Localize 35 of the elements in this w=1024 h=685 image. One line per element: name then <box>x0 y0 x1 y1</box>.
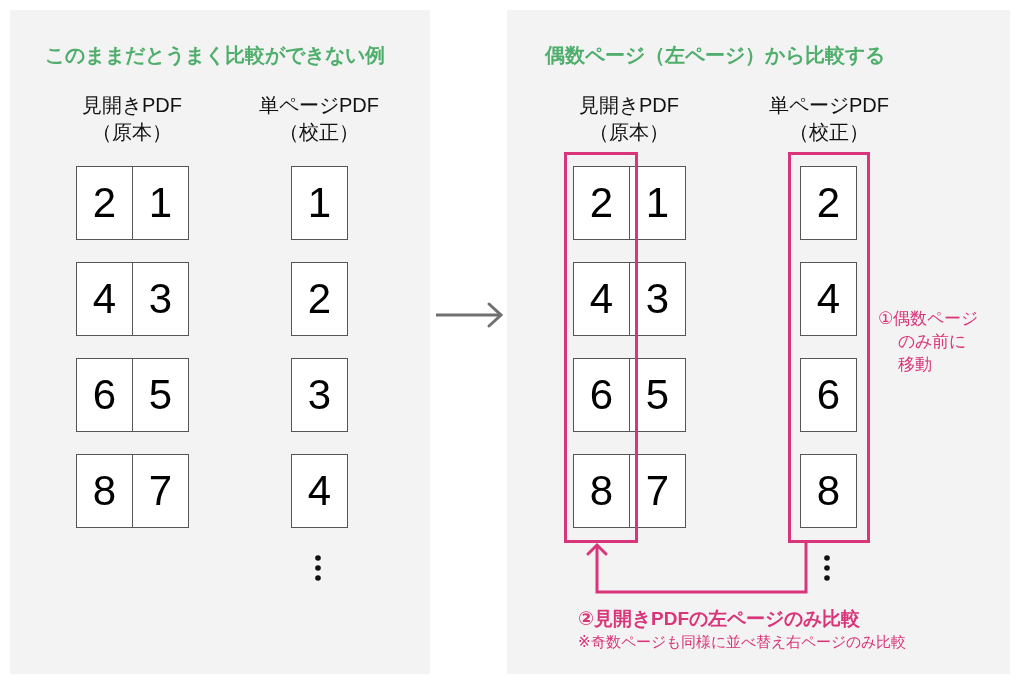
page-box: 2 <box>76 166 133 240</box>
page-box: 4 <box>800 262 857 336</box>
page-box: 8 <box>76 454 133 528</box>
page-box: 7 <box>132 454 189 528</box>
page-box: 6 <box>573 358 630 432</box>
page-box: 4 <box>573 262 630 336</box>
page-box: 2 <box>573 166 630 240</box>
column-heading: 見開きPDF（原本） <box>578 93 680 145</box>
page-box: 4 <box>291 454 348 528</box>
page-box: 5 <box>132 358 189 432</box>
page-box: 8 <box>573 454 630 528</box>
arrow <box>586 543 808 594</box>
note-text: ①偶数ページのみ前に移動 <box>878 308 980 376</box>
panel <box>507 10 1010 674</box>
note-text: ②見開きPDFの左ページのみ比較 <box>578 607 861 631</box>
page-box: 1 <box>291 166 348 240</box>
highlight-frame <box>788 152 870 543</box>
page-box: 2 <box>800 166 857 240</box>
arrow <box>436 302 503 328</box>
page-box: 4 <box>76 262 133 336</box>
panel-heading: このままだとうまく比較ができない例 <box>45 43 385 67</box>
panel <box>10 10 430 674</box>
highlight-frame <box>564 152 638 543</box>
footnote: ※奇数ページも同様に並べ替え右ページのみ比較 <box>578 632 906 651</box>
page-box: 3 <box>132 262 189 336</box>
column-heading: 単ページPDF（校正） <box>768 93 890 145</box>
page-box: 3 <box>291 358 348 432</box>
page-box: 6 <box>800 358 857 432</box>
panel-heading: 偶数ページ（左ページ）から比較する <box>545 43 885 67</box>
page-box: 1 <box>132 166 189 240</box>
column-heading: 単ページPDF（校正） <box>258 93 380 145</box>
page-box: 6 <box>76 358 133 432</box>
column-heading: 見開きPDF（原本） <box>81 93 183 145</box>
page-box: 2 <box>291 262 348 336</box>
page-box: 8 <box>800 454 857 528</box>
